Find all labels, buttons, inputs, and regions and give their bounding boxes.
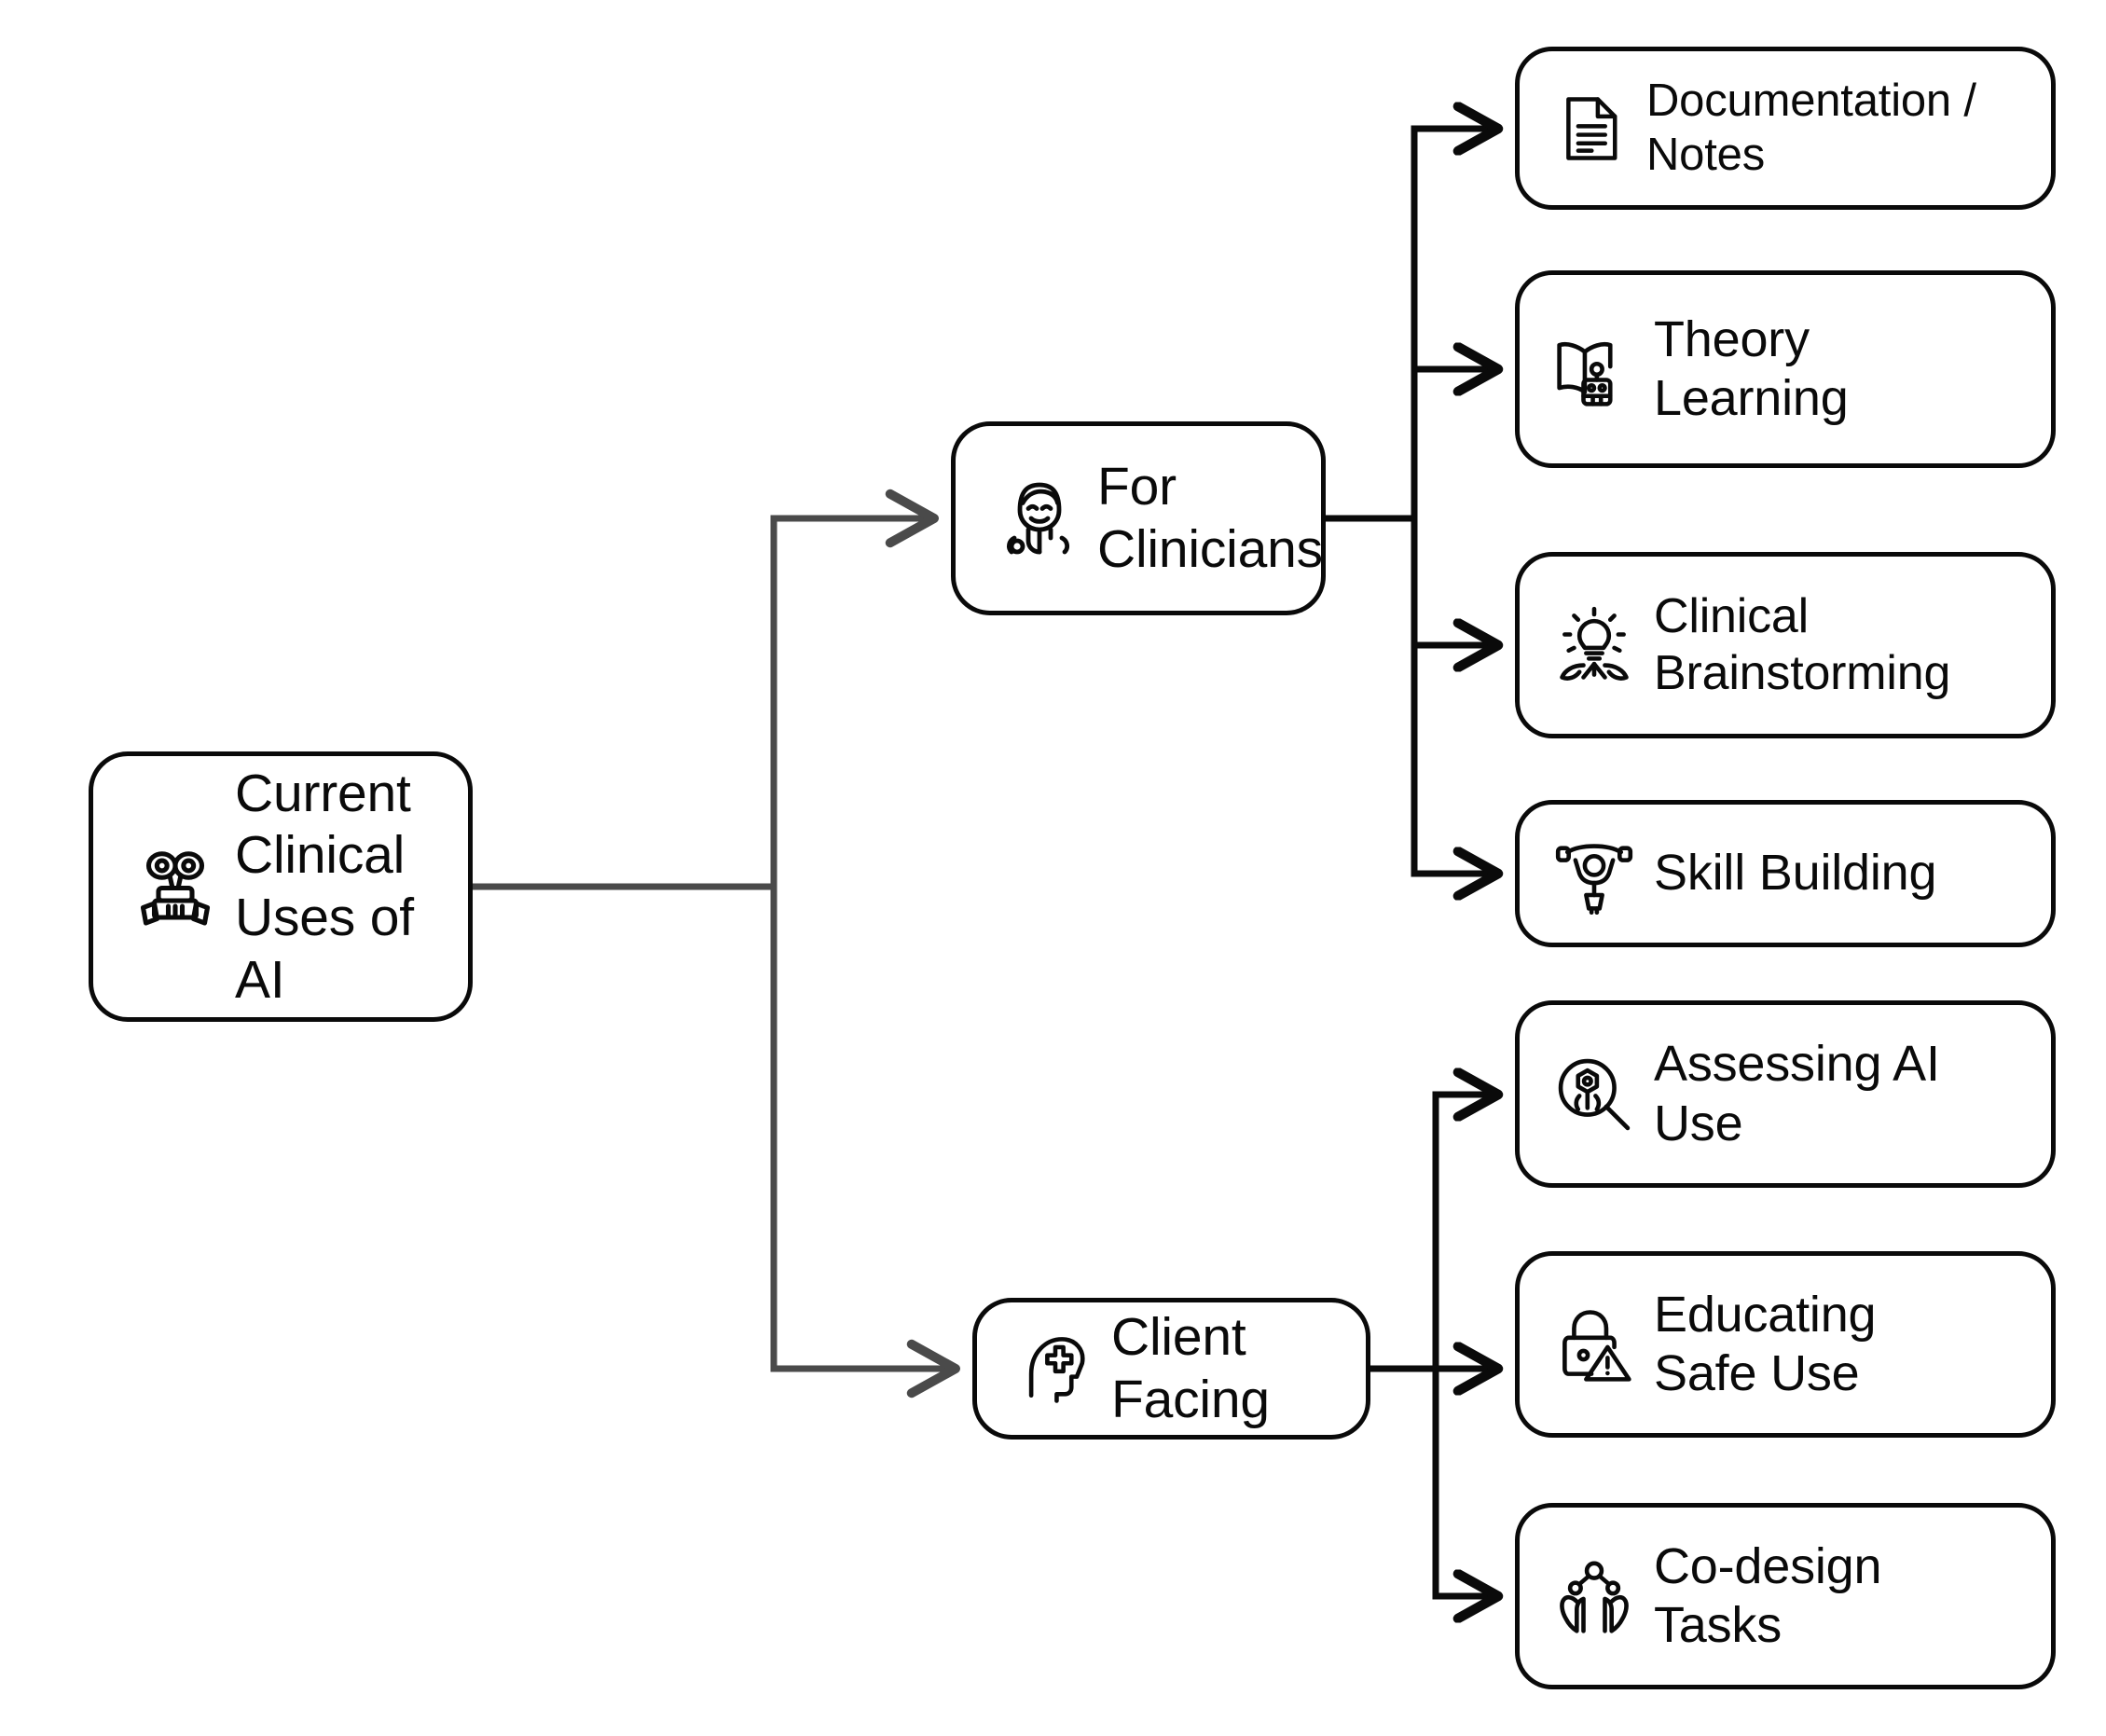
- magnifier-person-icon: [1551, 1052, 1637, 1137]
- node-label: Educating Safe Use: [1654, 1286, 1877, 1401]
- edge-client-to-codesign: [1432, 1369, 1498, 1596]
- node-label: Client Facing: [1111, 1307, 1270, 1429]
- weightlifter-icon: [1551, 831, 1637, 916]
- node-for-clinicians[interactable]: For Clinicians: [951, 421, 1326, 615]
- edge-clinicians-to-doc: [1411, 129, 1498, 518]
- edge-root-to-client: [770, 887, 960, 1398]
- lightbulb-brainstorm-icon: [1551, 602, 1637, 688]
- node-label: Clinical Brainstorming: [1654, 589, 1951, 700]
- node-skill-building[interactable]: Skill Building: [1515, 800, 2056, 947]
- node-co-design-tasks[interactable]: Co-design Tasks: [1515, 1503, 2056, 1689]
- edge-root-to-clinicians: [770, 489, 939, 887]
- document-notes-icon: [1551, 90, 1630, 168]
- hands-network-icon: [1551, 1553, 1637, 1639]
- node-label: Current Clinical Uses of AI: [235, 763, 414, 1010]
- book-robot-icon: [1551, 326, 1637, 412]
- node-label: Co-design Tasks: [1654, 1537, 1882, 1653]
- head-medical-cross-icon: [1012, 1326, 1098, 1412]
- node-documentation-notes[interactable]: Documentation / Notes: [1515, 47, 2056, 210]
- node-educating-safe-use[interactable]: Educating Safe Use: [1515, 1251, 2056, 1438]
- node-clinical-brainstorming[interactable]: Clinical Brainstorming: [1515, 552, 2056, 738]
- node-label: For Clinicians: [1097, 457, 1323, 579]
- edge-clinicians-to-theory: [1411, 369, 1498, 518]
- node-label: Skill Building: [1654, 845, 1937, 902]
- edge-clinicians-to-skill: [1411, 518, 1498, 874]
- lock-warning-icon: [1551, 1302, 1637, 1387]
- node-current-clinical-uses-of-ai[interactable]: Current Clinical Uses of AI: [89, 751, 473, 1022]
- robot-icon: [131, 842, 220, 931]
- node-label: Documentation / Notes: [1646, 76, 1976, 180]
- edge-client-to-assess: [1432, 1095, 1498, 1369]
- node-theory-learning[interactable]: Theory Learning: [1515, 270, 2056, 468]
- node-assessing-ai-use[interactable]: Assessing AI Use: [1515, 1000, 2056, 1188]
- doctor-stethoscope-icon: [995, 474, 1084, 563]
- edge-clinicians-to-brain: [1411, 518, 1498, 645]
- node-label: Theory Learning: [1654, 310, 1849, 426]
- node-label: Assessing AI Use: [1654, 1036, 1940, 1151]
- node-client-facing[interactable]: Client Facing: [972, 1298, 1370, 1440]
